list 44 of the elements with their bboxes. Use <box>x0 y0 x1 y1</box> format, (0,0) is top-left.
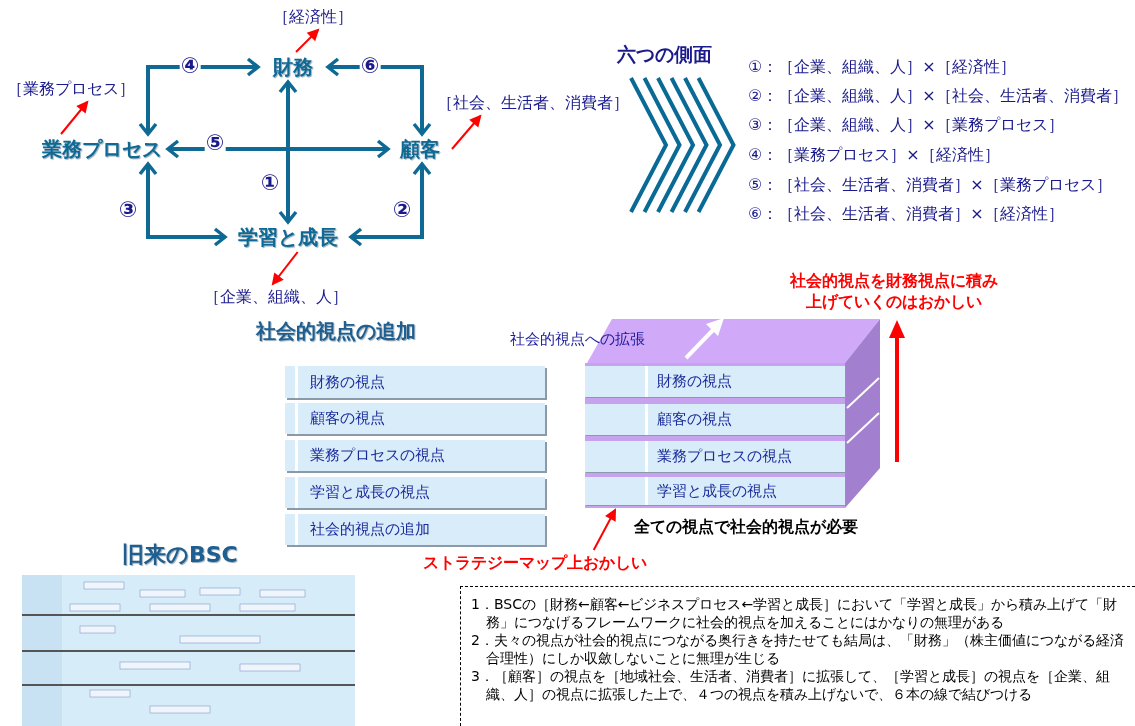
note-paragraph: 3．［顧客］の視点を［地域社会、生活者、消費者］に拡張して、［学習と成長］の視点を［企業、組織、人］の視点に拡張した上で、４つの視点を積み上げないで、６本の線で結びつける <box>471 667 1111 703</box>
leader-arrow <box>60 100 89 135</box>
perspective-box: 学習と成長の視点 <box>285 477 545 508</box>
leader-arrow <box>451 114 482 150</box>
heading: 旧来のBSC <box>122 541 238 569</box>
connector-arrow <box>349 162 432 247</box>
bracket-label: ［社会、生活者、消費者］ <box>430 90 636 116</box>
perspective-box: 顧客の視点 <box>585 404 845 435</box>
leader-arrow <box>592 508 617 551</box>
connector-arrow <box>278 80 298 224</box>
perspective-box: 財務の視点 <box>285 366 545 398</box>
perspective-label: 学習と成長 <box>225 222 351 252</box>
connector-arrow <box>138 57 260 136</box>
perspective-box: 業務プロセスの視点 <box>285 440 545 471</box>
leader-arrow <box>295 28 320 53</box>
aspect-item: ①：［企業、組織、人］×［経済性］ <box>748 57 1016 78</box>
perspective-label: 顧客 <box>388 134 452 164</box>
aspect-item: ③：［企業、組織、人］×［業務プロセス］ <box>748 115 1064 136</box>
bracket-label: ［業務プロセス］ <box>6 76 136 102</box>
connector-arrow <box>326 57 432 136</box>
perspective-box: 顧客の視点 <box>285 403 545 434</box>
perspective-box: 財務の視点 <box>585 366 845 397</box>
heading: 六つの側面 <box>617 42 712 67</box>
aspect-item: ⑤：［社会、生活者、消費者］×［業務プロセス］ <box>748 175 1112 196</box>
warning-text: 社会的視点を財務視点に積み上げていくのはおかしい <box>789 270 999 312</box>
caption-text: 社会的視点への拡張 <box>510 330 645 349</box>
caption-text: 全ての視点で社会的視点が必要 <box>634 517 858 538</box>
aspect-item: ⑥：［社会、生活者、消費者］×［経済性］ <box>748 204 1064 225</box>
perspective-label: 財務 <box>258 52 328 82</box>
note-paragraph: 1．BSCの［財務←顧客←ビジネスプロセス←学習と成長］において「学習と成長」から積み上げて「財務」につなげるフレームワークに社会的視点を加えることにはかなりの無理がある <box>471 595 1119 631</box>
heading: 社会的視点の追加 <box>256 318 416 345</box>
connector-arrow <box>166 139 390 159</box>
connector-arrow <box>138 162 227 247</box>
perspective-box: 業務プロセスの視点 <box>585 441 845 472</box>
perspective-box: 社会的視点の追加 <box>285 514 545 545</box>
perspective-label: 業務プロセス <box>36 134 168 164</box>
bracket-label: ［経済性］ <box>272 4 354 30</box>
perspective-box: 学習と成長の視点 <box>585 477 845 505</box>
bracket-label: ［企業、組織、人］ <box>204 284 348 310</box>
note-text: ストラテジーマップ上おかしい <box>410 550 660 576</box>
note-paragraph: 2．夫々の視点が社会的視点につながる奥行きを持たせても結局は、「財務」（株主価値につながる経済合理性）にしか収斂しないことに無理が生じる <box>471 631 1125 667</box>
aspect-item: ④：［業務プロセス］×［経済性］ <box>748 145 1000 166</box>
leader-arrow <box>271 251 299 286</box>
aspect-item: ②：［企業、組織、人］×［社会、生活者、消費者］ <box>748 86 1128 107</box>
